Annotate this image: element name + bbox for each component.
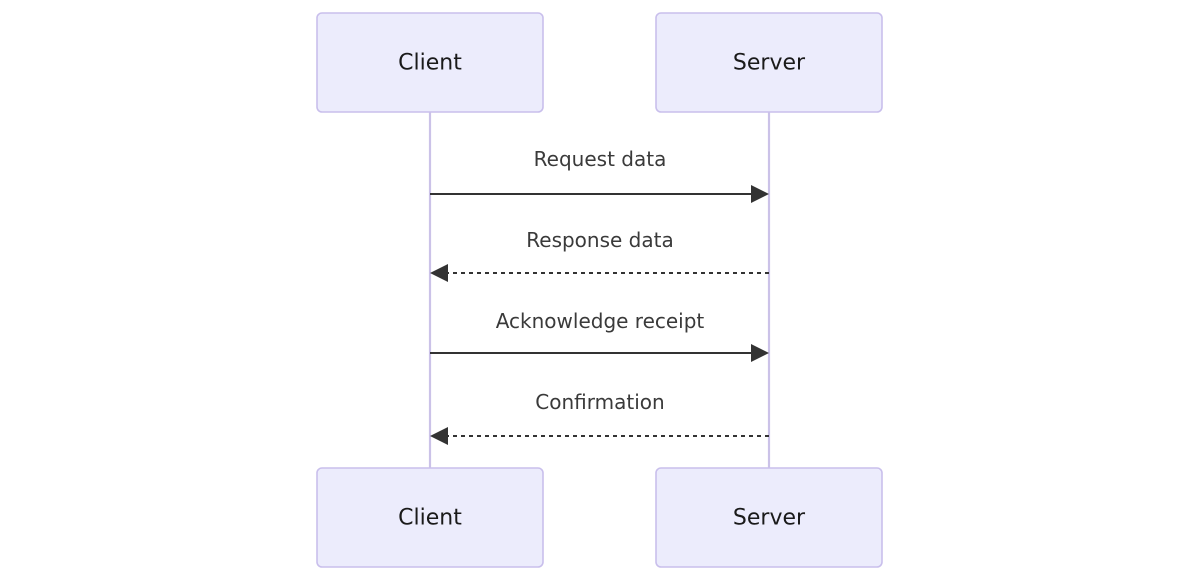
message-1[interactable]: Request data: [430, 147, 769, 203]
participant-box-client-top[interactable]: Client: [316, 12, 544, 113]
participant-box-client-bottom[interactable]: Client: [316, 467, 544, 568]
message-2[interactable]: Response data: [430, 228, 769, 282]
participant-box-rect-server-top: [655, 12, 883, 113]
message-label-1: Request data: [534, 147, 667, 171]
participant-box-server-top[interactable]: Server: [655, 12, 883, 113]
message-label-2: Response data: [526, 228, 673, 252]
participant-box-rect-server-bottom: [655, 467, 883, 568]
lifelines-layer: [428, 112, 771, 468]
participant-box-rect-client-top: [316, 12, 544, 113]
message-arrowhead-4: [430, 427, 448, 445]
message-arrowhead-1: [751, 185, 769, 203]
participant-label-client-bottom: Client: [398, 506, 462, 531]
participant-label-client-top: Client: [398, 51, 462, 76]
message-3[interactable]: Acknowledge receipt: [430, 309, 769, 362]
message-arrowhead-2: [430, 264, 448, 282]
message-label-4: Confirmation: [535, 390, 664, 414]
message-label-3: Acknowledge receipt: [496, 309, 705, 333]
participant-label-server-bottom: Server: [733, 506, 806, 531]
participant-box-server-bottom[interactable]: Server: [655, 467, 883, 568]
participant-box-rect-client-bottom: [316, 467, 544, 568]
message-4[interactable]: Confirmation: [430, 390, 769, 445]
participant-label-server-top: Server: [733, 51, 806, 76]
message-arrowhead-3: [751, 344, 769, 362]
